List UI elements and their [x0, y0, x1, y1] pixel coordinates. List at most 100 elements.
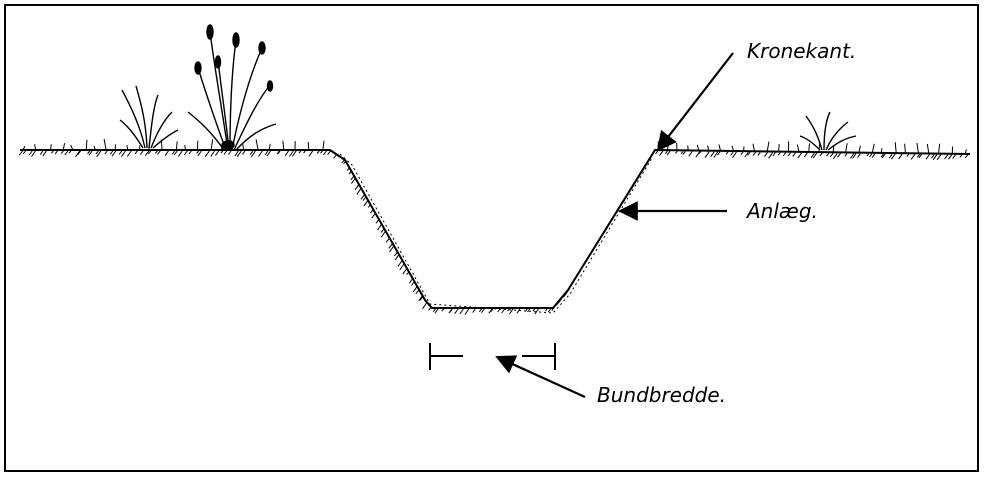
- grass-stubble-mark: [666, 140, 670, 151]
- soil-hatch-mark: [614, 211, 618, 215]
- diagram-frame: [4, 4, 979, 472]
- grass-stubble-mark: [34, 144, 37, 151]
- soil-hatch-mark: [120, 150, 126, 157]
- grass-stubble-mark: [85, 139, 88, 151]
- soil-hatch-mark: [575, 270, 581, 278]
- soil-hatch-mark: [869, 153, 873, 158]
- soil-hatch-mark: [412, 286, 418, 293]
- soil-hatch-mark: [645, 161, 649, 166]
- soil-hatch-mark: [242, 150, 246, 155]
- grass-stubble-mark: [858, 145, 861, 153]
- soil-hatch-mark: [964, 154, 968, 159]
- soil-hatch-mark: [422, 302, 428, 310]
- soil-hatch-mark: [411, 281, 415, 286]
- soil-hatch-mark: [402, 268, 408, 275]
- soil-hatch-mark: [111, 150, 117, 157]
- soil-hatch-mark: [643, 165, 646, 169]
- soil-hatch-mark: [250, 150, 256, 158]
- soil-hatch-mark: [362, 196, 367, 201]
- soil-hatch-mark: [752, 151, 756, 156]
- soil-hatch-mark: [731, 151, 737, 159]
- grass-stubble-mark: [22, 145, 26, 151]
- soil-hatch-mark: [104, 150, 108, 155]
- grass-stubble-mark: [707, 145, 710, 151]
- soil-hatch-mark: [388, 243, 393, 249]
- soil-hatch-mark: [54, 150, 58, 155]
- soil-hatch-mark: [257, 150, 263, 157]
- soil-hatch-mark: [333, 154, 337, 159]
- soil-hatch-mark: [925, 154, 930, 160]
- soil-hatch-mark: [849, 153, 855, 159]
- soil-hatch-mark: [782, 152, 787, 157]
- soil-hatch-mark: [327, 150, 331, 155]
- soil-hatch-mark: [881, 153, 886, 159]
- grass-stubble-mark: [126, 145, 129, 151]
- soil-hatch-mark: [223, 150, 227, 155]
- soil-hatch-mark: [931, 154, 935, 159]
- soil-hatch-mark: [434, 308, 439, 314]
- soil-hatch-mark: [639, 169, 645, 175]
- soil-hatch-mark: [916, 154, 921, 158]
- grass-stubble-mark: [175, 141, 178, 151]
- soil-hatch-mark: [87, 150, 91, 155]
- grass-stubble-mark: [70, 144, 74, 151]
- soil-hatch-mark: [516, 308, 521, 314]
- soil-hatch-mark: [147, 150, 152, 155]
- soil-hatch-mark: [947, 154, 953, 160]
- soil-hatch-mark: [371, 213, 376, 219]
- soil-hatch-mark: [551, 307, 555, 311]
- soil-hatch-mark: [680, 151, 684, 155]
- soil-hatch-mark: [394, 254, 400, 261]
- soil-hatch-mark: [341, 159, 345, 164]
- label-slope: Anlæg.: [745, 199, 818, 223]
- soil-hatch-mark: [524, 308, 528, 312]
- soil-hatch-mark: [354, 184, 360, 191]
- soil-hatch-mark: [397, 260, 403, 267]
- soil-hatch-mark: [857, 153, 861, 158]
- soil-hatch-mark: [763, 152, 768, 157]
- soil-hatch-mark: [777, 152, 781, 156]
- soil-hatch-mark: [797, 152, 803, 159]
- soil-hatch-mark: [829, 152, 834, 158]
- grass-stubble-mark: [103, 138, 107, 151]
- soil-hatch-mark: [303, 150, 306, 154]
- soil-hatch-mark: [871, 153, 876, 158]
- grass-stubble-mark: [93, 145, 96, 151]
- grass-stubble-mark: [62, 143, 66, 151]
- soil-hatch-mark: [501, 308, 506, 314]
- soil-hatch-mark: [320, 150, 323, 154]
- soil-hatch-mark: [385, 238, 390, 243]
- soil-hatch-mark: [77, 150, 81, 156]
- soil-hatch-mark: [64, 150, 69, 156]
- soil-hatch-mark: [713, 151, 719, 158]
- soil-hatch-mark: [768, 152, 774, 159]
- soil-hatching: [18, 138, 968, 315]
- soil-hatch-mark: [173, 150, 178, 156]
- soil-hatch-mark: [88, 150, 93, 156]
- soil-hatch-mark: [544, 308, 548, 312]
- soil-hatch-mark: [898, 153, 903, 160]
- label-crown-edge: Kronekant.: [747, 39, 856, 63]
- soil-hatch-mark: [464, 308, 470, 315]
- soil-hatch-mark: [126, 150, 132, 157]
- soil-hatch-mark: [952, 154, 956, 159]
- soil-hatch-mark: [264, 150, 269, 156]
- soil-hatch-mark: [298, 150, 302, 154]
- grass-stubble-mark: [718, 144, 721, 151]
- soil-hatch-mark: [772, 152, 776, 157]
- soil-hatch-mark: [866, 153, 870, 157]
- grass-stubble-mark: [752, 143, 756, 152]
- grass-stubble-mark: [796, 144, 800, 152]
- soil-hatch-mark: [852, 153, 857, 159]
- soil-hatch-mark: [322, 150, 327, 156]
- soil-hatch-mark: [880, 153, 884, 158]
- soil-hatch-mark: [598, 236, 602, 241]
- soil-hatch-mark: [582, 262, 586, 267]
- grass-stubble-mark: [926, 143, 930, 154]
- soil-hatch-mark: [633, 181, 637, 186]
- soil-hatch-mark: [481, 308, 485, 314]
- soil-hatch-mark: [350, 178, 356, 184]
- soil-hatch-mark: [214, 150, 220, 156]
- soil-hatch-mark: [346, 167, 350, 171]
- soil-hatch-mark: [118, 150, 123, 155]
